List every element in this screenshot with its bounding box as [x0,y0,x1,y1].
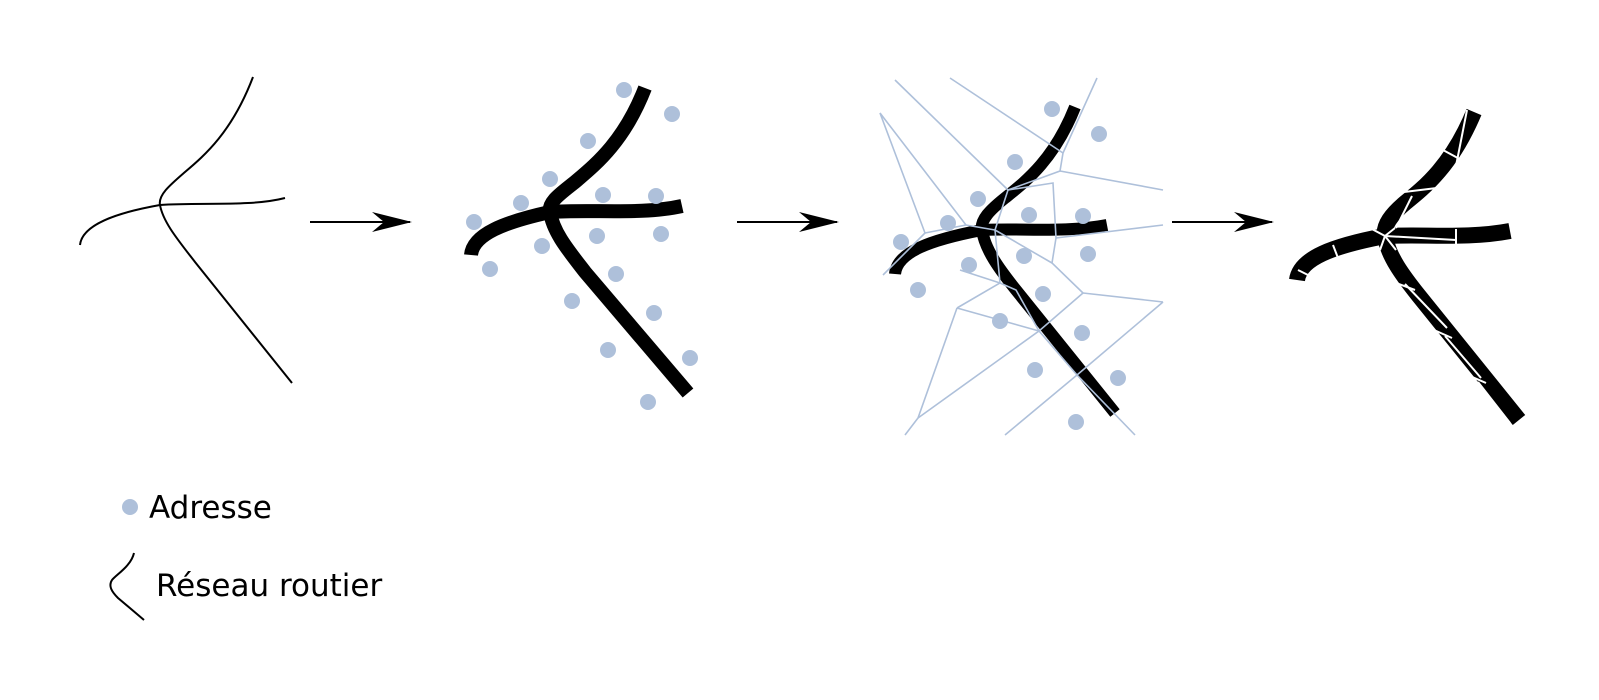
panel-step-1 [79,76,293,384]
segment-cut [1433,329,1453,339]
address-point [466,214,482,230]
segment-cut [1395,195,1413,229]
road-branch-north [542,85,652,214]
segment-cut [1477,381,1511,424]
voronoi-edge [894,79,1009,191]
address-point [542,171,558,187]
address-point [910,282,926,298]
address-point [1021,207,1037,223]
address-point [640,394,656,410]
voronoi-edge [879,112,996,231]
road-branch-southeast [543,210,694,398]
address-point [1074,325,1090,341]
voronoi-edge [1059,170,1164,191]
voronoi-edge [949,77,1064,154]
address-point [564,293,580,309]
segment-cuts [1297,109,1511,424]
road-network [889,104,1120,417]
segment-cut [1379,235,1386,251]
address-point [940,215,956,231]
voronoi-edge [1055,224,1164,239]
legend-item-road: Réseau routier [109,552,382,621]
segment-cut [1297,269,1319,281]
panel-step-2 [464,82,698,410]
address-point [648,188,664,204]
voronoi-edge [1082,292,1164,303]
voronoi-edge [1076,374,1136,436]
address-point [1075,208,1091,224]
address-point [1016,248,1032,264]
road-legend-marker [109,552,145,621]
legend-road-label: Réseau routier [156,568,382,604]
address-point [1080,246,1096,262]
segment-cut [1369,227,1386,237]
address-point [646,305,662,321]
address-point [580,133,596,149]
panel-step-4 [1289,108,1526,426]
road-network [1289,108,1526,426]
road-branch-west-east [464,199,684,257]
address-point [893,234,909,250]
voronoi-edge [994,229,1053,264]
address-legend-marker [122,499,138,515]
segment-cut [1384,235,1397,251]
road-branch-west-east [79,197,286,246]
address-point [1007,154,1023,170]
legend-item-address: Adresse [122,490,272,526]
segment-cut [1404,283,1448,329]
address-point [1027,362,1043,378]
segment-cut [1403,186,1446,193]
address-point [595,187,611,203]
segment-cut [1384,227,1396,237]
road-branch-north [1376,108,1482,238]
address-point [600,342,616,358]
voronoi-edge [999,282,1084,333]
segment-cut [1442,149,1468,164]
segment-cut [1332,244,1339,259]
voronoi-edges [879,77,1164,436]
segment-cut [1444,335,1482,379]
road-branch-north [158,76,254,206]
voronoi-edge [904,307,958,436]
address-point [1110,370,1126,386]
voronoi-edge [1007,182,1084,294]
address-point [616,82,632,98]
address-point [589,228,605,244]
legend: Adresse Réseau routier [109,490,382,621]
address-points [466,82,698,410]
address-point [1035,286,1051,302]
address-point [513,195,529,211]
segment-cut [1395,282,1416,291]
address-point [992,313,1008,329]
address-point [608,266,624,282]
address-point [534,238,550,254]
voronoi-edge [1004,374,1078,436]
segment-cut [1469,375,1487,384]
voronoi-edge [1076,301,1164,376]
segment-cut [1384,235,1457,241]
address-point [653,226,669,242]
segment-cut [1455,109,1468,167]
legend-address-label: Adresse [149,490,272,526]
road-branch-southeast [1377,234,1526,426]
address-points [893,101,1126,430]
address-point [1091,126,1107,142]
address-point [482,261,498,277]
address-point [970,191,986,207]
address-point [1068,414,1084,430]
address-point [1044,101,1060,117]
address-point [682,350,698,366]
road-branch-southeast [159,204,293,384]
panel-step-3 [879,77,1164,436]
voronoi-edge [917,329,1078,419]
address-point [664,106,680,122]
road-branch-north [975,104,1081,232]
address-point [961,257,977,273]
